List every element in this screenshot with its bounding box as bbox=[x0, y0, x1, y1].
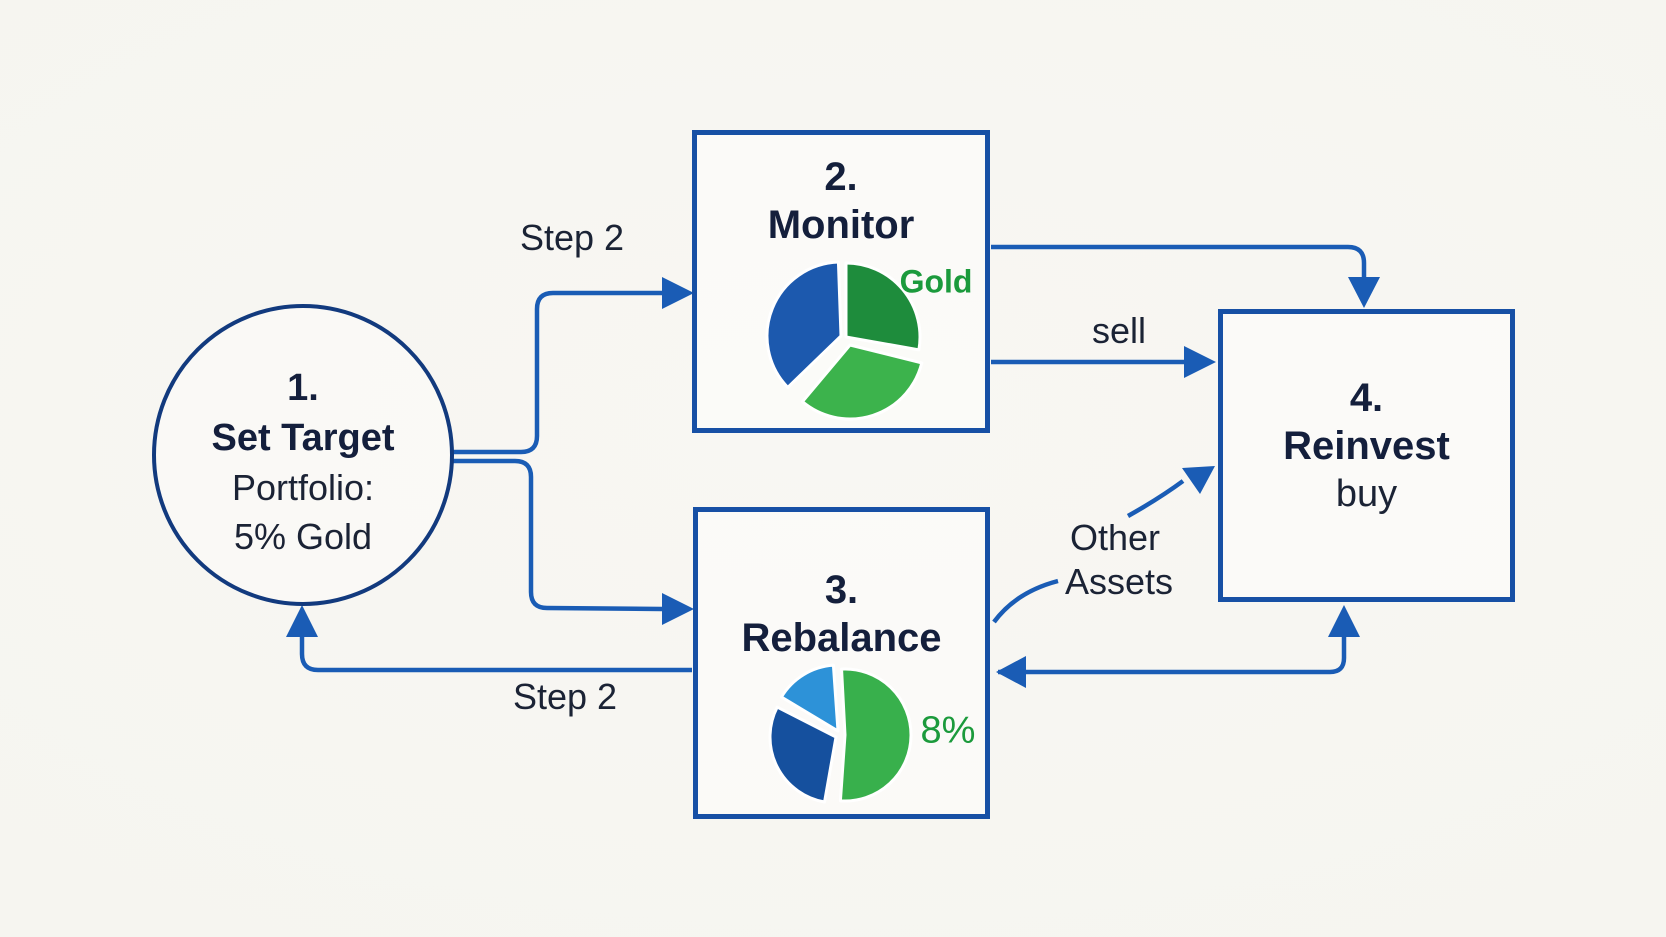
reinvest-subtitle: buy bbox=[1335, 473, 1398, 515]
arrowhead-into-reinvest-bottom bbox=[1328, 605, 1360, 637]
set-target-text-block: 1. Set Target Portfolio: 5% Gold bbox=[211, 363, 394, 561]
set-target-line2: Portfolio: bbox=[231, 467, 375, 508]
arrowhead-monitor-to-reinvest bbox=[1348, 277, 1380, 308]
rebalance-number: 3. bbox=[824, 568, 859, 612]
monitor-title: Monitor bbox=[767, 203, 915, 247]
set-target-title: Set Target bbox=[211, 417, 395, 459]
monitor-pie-label-gold: Gold bbox=[899, 263, 973, 300]
set-target-line3: 5% Gold bbox=[233, 516, 373, 557]
pie-slice-gold bbox=[844, 261, 922, 352]
label-step2-top: Step 2 bbox=[519, 217, 625, 258]
node-monitor: 2. Monitor bbox=[692, 130, 990, 433]
arrowhead-into-rebalance bbox=[996, 656, 1026, 688]
pie-slice-other-assets bbox=[768, 705, 838, 804]
pie-slice-other-assets bbox=[765, 260, 843, 389]
arrow-return-to-settarget bbox=[299, 637, 692, 673]
rebalance-title: Rebalance bbox=[741, 616, 942, 660]
arrowhead-settarget-to-rebalance bbox=[662, 593, 694, 625]
curve-other-assets-upper bbox=[1126, 479, 1185, 518]
arrow-settarget-to-monitor bbox=[450, 290, 662, 455]
reinvest-title: Reinvest bbox=[1283, 424, 1450, 468]
monitor-number: 2. bbox=[824, 155, 858, 199]
arrow-reinvest-rebalance bbox=[998, 637, 1347, 675]
label-step2-bottom: Step 2 bbox=[512, 676, 618, 717]
rebalance-pie-chart bbox=[768, 663, 913, 804]
set-target-number: 1. bbox=[287, 367, 319, 409]
label-sell: sell bbox=[1091, 310, 1147, 351]
pie-slice-other-growth bbox=[800, 343, 924, 421]
curve-other-assets-lower bbox=[992, 578, 1059, 624]
node-reinvest: 4. Reinvest buy bbox=[1218, 309, 1515, 602]
label-other: Other bbox=[1069, 517, 1161, 558]
arrow-monitor-to-reinvest bbox=[991, 244, 1367, 277]
monitor-pie-chart bbox=[765, 260, 924, 421]
node-set-target: 1. Set Target Portfolio: 5% Gold bbox=[152, 304, 454, 606]
reinvest-number: 4. bbox=[1349, 376, 1384, 420]
arrowhead-settarget-to-monitor bbox=[662, 277, 694, 309]
pie-slice-cash bbox=[779, 663, 840, 733]
arrowhead-other-assets bbox=[1182, 466, 1215, 494]
pie-slice-gold-grown bbox=[838, 667, 913, 803]
arrowhead-sell bbox=[1184, 346, 1216, 378]
label-assets: Assets bbox=[1064, 561, 1174, 602]
rebalance-pie-label-percent: 8% bbox=[920, 709, 976, 752]
arrow-settarget-to-rebalance bbox=[450, 458, 663, 612]
arrowhead-return-to-settarget bbox=[286, 605, 318, 637]
node-rebalance: 3. Rebalance bbox=[693, 507, 990, 819]
